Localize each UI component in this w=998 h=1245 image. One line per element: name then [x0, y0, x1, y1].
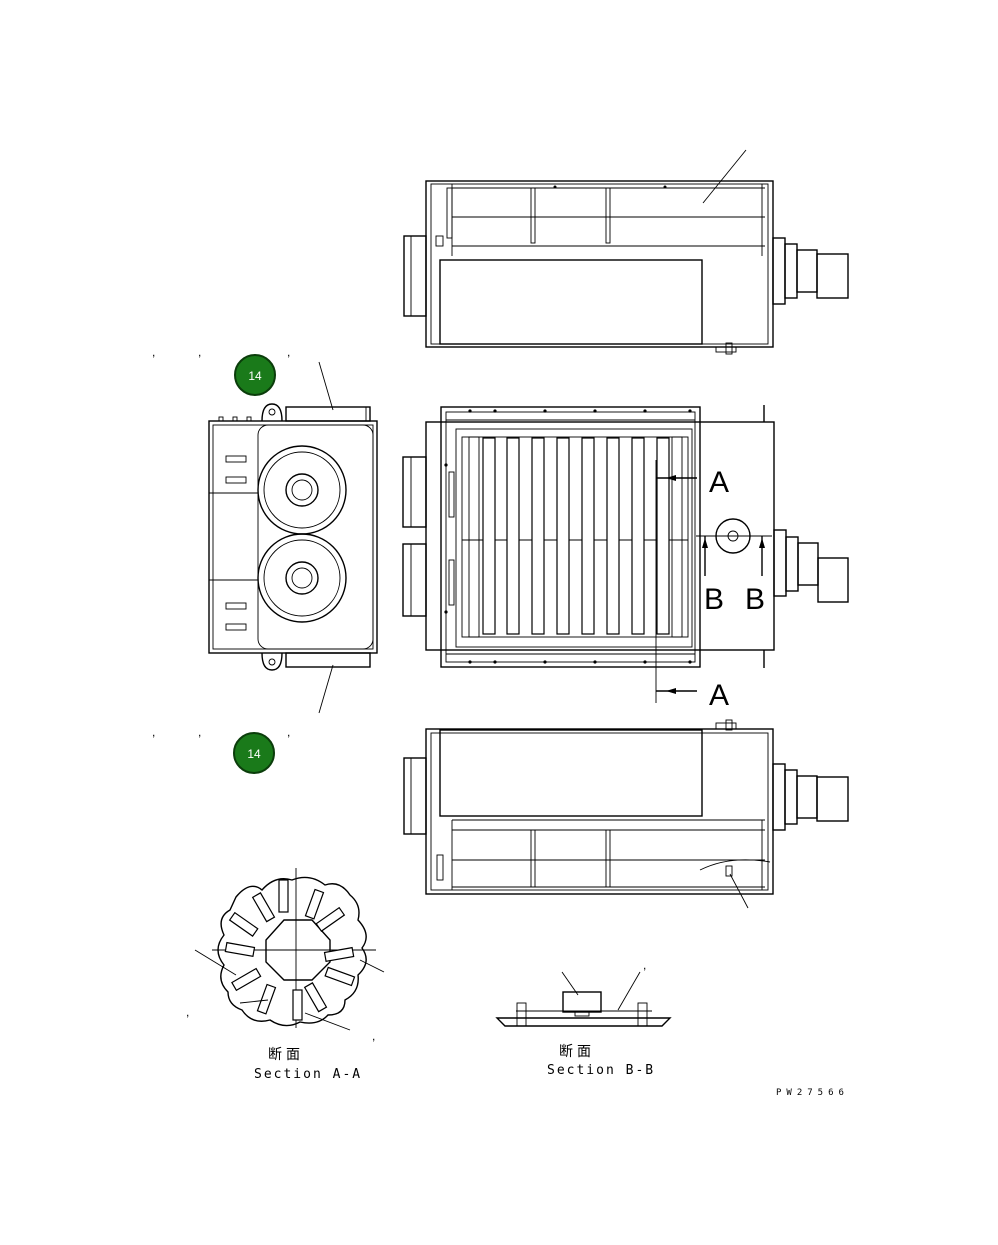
section-a-a-title: Section A-A: [254, 1067, 362, 1082]
section-a-marker-bottom: A: [709, 679, 729, 712]
callout-badge-number: 14: [247, 747, 261, 761]
plan-view: [402, 405, 849, 703]
note-mark: ,: [643, 958, 646, 972]
section-b-marker-left: B: [704, 583, 724, 616]
callout-badge-14-bottom[interactable]: 14: [233, 732, 275, 774]
note-mark: ,: [372, 1029, 375, 1043]
drawing-number: PW27566: [776, 1088, 849, 1098]
note-mark: ,: [152, 345, 155, 359]
note-mark: ,: [198, 345, 201, 359]
end-view: [208, 361, 378, 714]
section-a-a-kanji: 断面: [268, 1047, 304, 1063]
top-elevation-view: [403, 149, 849, 355]
section-a-marker-top: A: [709, 466, 729, 499]
section-b-b-kanji: 断面: [559, 1044, 595, 1060]
note-mark: ,: [287, 725, 290, 739]
section-b-b-title: Section B-B: [547, 1063, 655, 1078]
bottom-elevation-view: [403, 719, 849, 909]
note-mark: ,: [152, 725, 155, 739]
note-mark: ,: [287, 345, 290, 359]
section-b-b-view: [495, 971, 672, 1027]
section-b-marker-right: B: [745, 583, 765, 616]
callout-badge-14-top[interactable]: 14: [234, 354, 276, 396]
section-a-a-view: [194, 868, 385, 1031]
callout-badge-number: 14: [248, 369, 262, 383]
note-mark: ,: [186, 1005, 189, 1019]
note-mark: ,: [198, 725, 201, 739]
